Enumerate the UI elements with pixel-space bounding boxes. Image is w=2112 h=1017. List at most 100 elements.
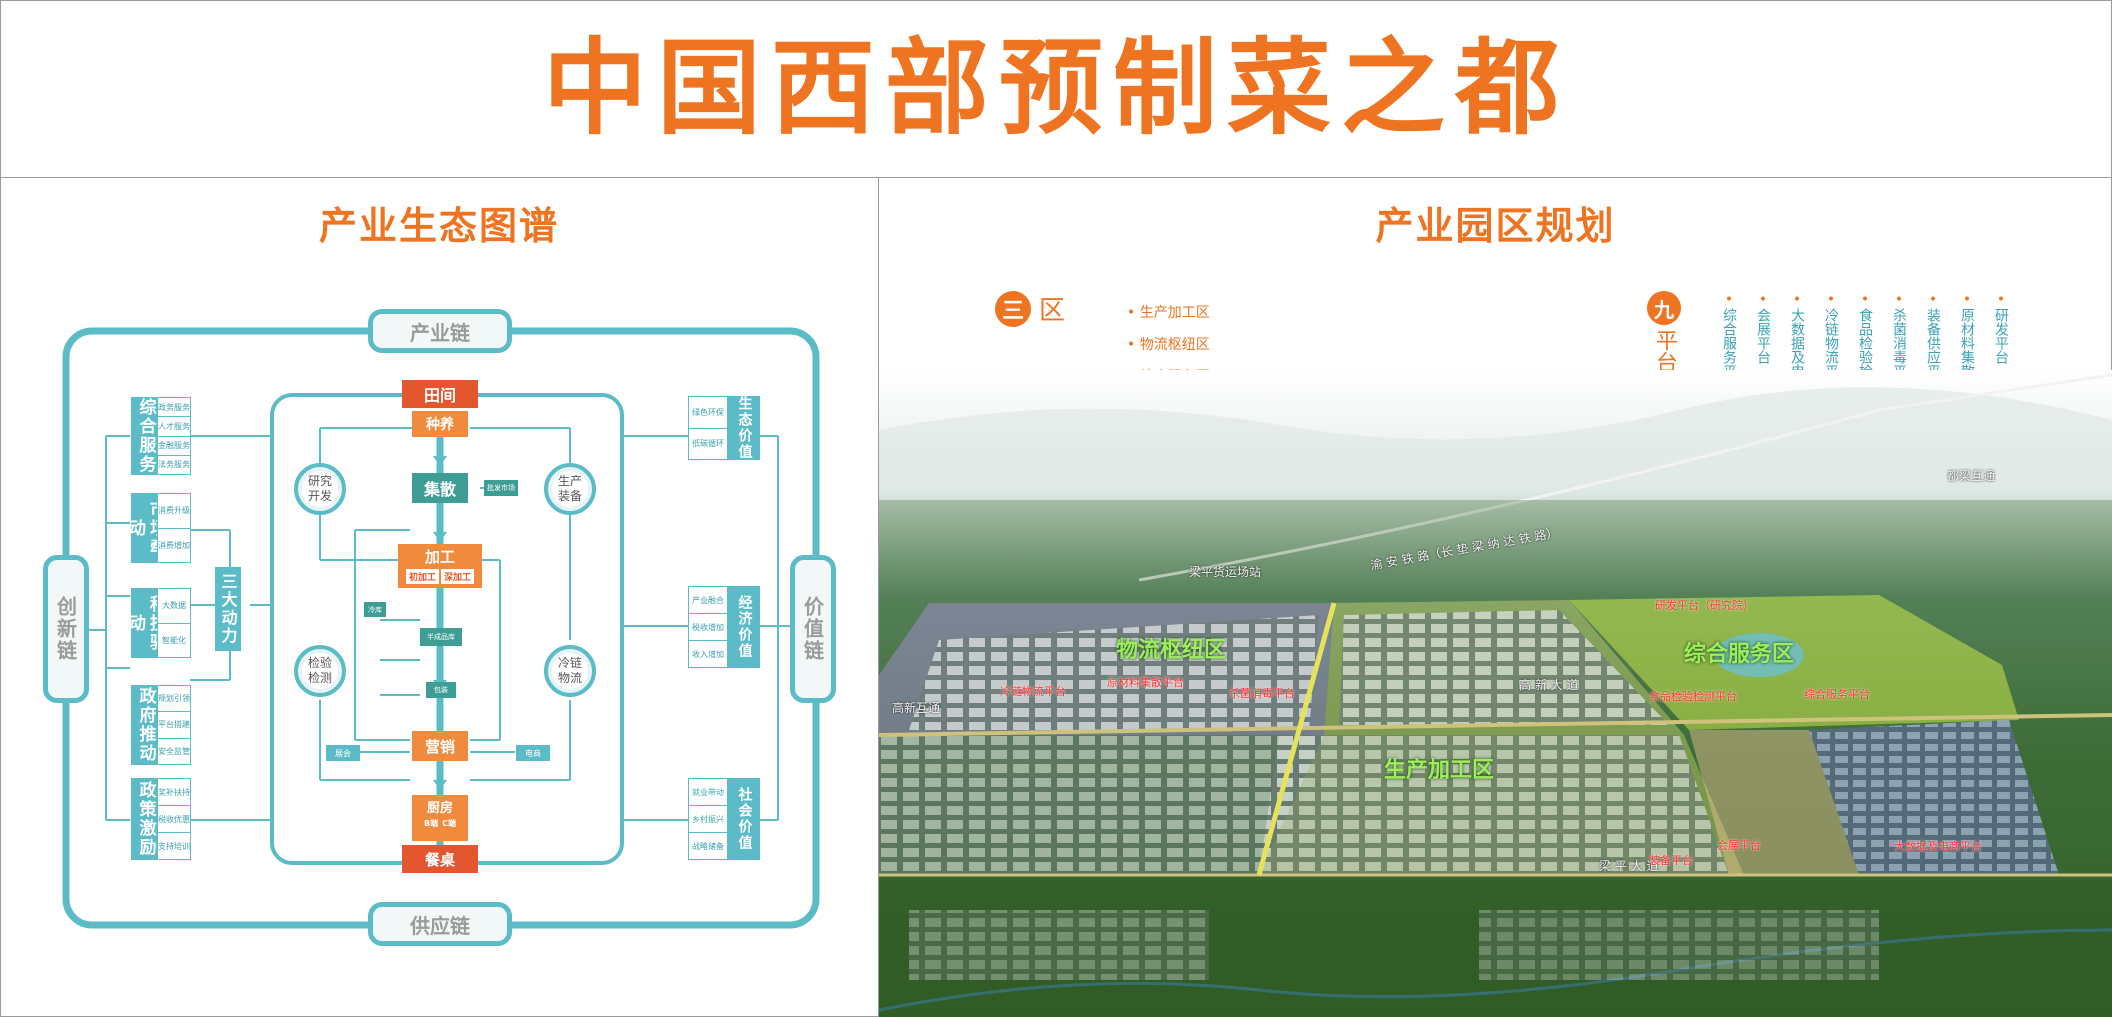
kitchen-b-end: B端 bbox=[424, 819, 439, 828]
driver-government: 政府推动 bbox=[131, 685, 159, 765]
node-dining-table: 餐桌 bbox=[402, 845, 478, 873]
processing-primary: 初加工 bbox=[405, 569, 439, 584]
map-label-production: 生产加工区 bbox=[1384, 758, 1495, 783]
chain-value: 价值链 bbox=[790, 555, 836, 703]
map-platform-raw-material: 原材料集散平台 bbox=[1107, 676, 1184, 689]
node-marketing: 营销 bbox=[412, 731, 468, 761]
header-banner: 中国西部预制菜之都 bbox=[0, 0, 2112, 178]
map-label-service: 综合服务区 bbox=[1684, 642, 1795, 667]
chain-supply: 供应链 bbox=[368, 902, 512, 946]
kitchen-c-end: C端 bbox=[442, 819, 456, 828]
section-divider bbox=[878, 177, 879, 1017]
sub-item: 战略储备 bbox=[689, 833, 727, 859]
zone-item: 物流枢纽区 bbox=[1127, 329, 1210, 361]
kitchen-label: 厨房 bbox=[426, 801, 453, 816]
driver-technology: 科技驱动 bbox=[131, 588, 159, 658]
node-field: 田间 bbox=[402, 380, 478, 408]
processing-subs: 初加工 深加工 bbox=[405, 569, 475, 584]
sub-item: 智能化 bbox=[158, 623, 190, 657]
node-kitchen: 厨房 B端 C端 bbox=[412, 795, 468, 841]
value-economy: 经济价值 bbox=[728, 586, 760, 668]
kitchen-ends: B端 C端 bbox=[424, 818, 456, 829]
map-platform-exhibition: 会展平台 bbox=[1717, 839, 1761, 852]
node-wholesale-market: 批发市场 bbox=[484, 480, 518, 496]
san-qu-heading: 三 区 bbox=[995, 290, 1065, 327]
sub-item: 平台搭建 bbox=[158, 712, 190, 739]
san-qu-badge: 三 bbox=[995, 290, 1031, 327]
sub-item: 政务服务 bbox=[158, 398, 190, 418]
jiu-platform-heading: 九 平台 bbox=[1647, 291, 1681, 373]
sub-item: 安全监管 bbox=[158, 738, 190, 764]
circle-cold-chain: 冷链物流 bbox=[544, 645, 596, 697]
node-ecommerce: 电商 bbox=[516, 745, 550, 761]
node-cold-storage: 冷库 bbox=[364, 602, 386, 617]
driver-comprehensive-service: 综合服务 bbox=[131, 397, 159, 475]
sub-item: 绿色环保 bbox=[689, 397, 727, 429]
value-social-subs: 就业带动 乡村振兴 战略储备 bbox=[688, 778, 728, 860]
circle-research: 研究开发 bbox=[294, 463, 346, 515]
right-section-title: 产业园区规划 bbox=[1375, 204, 1616, 248]
value-ecology-subs: 绿色环保 低碳循环 bbox=[688, 396, 728, 460]
map-label-interchange: 高新互通 bbox=[892, 701, 941, 715]
sub-item: 收入增加 bbox=[689, 641, 727, 667]
value-economy-subs: 产业融合 税收增加 收入增加 bbox=[688, 586, 728, 668]
processing-deep: 深加工 bbox=[441, 569, 475, 584]
san-qu-char: 区 bbox=[1039, 296, 1066, 326]
driver-market: 市场牵动 bbox=[131, 493, 159, 563]
chain-industry: 产业链 bbox=[368, 309, 512, 353]
sub-item: 奖补扶持 bbox=[158, 779, 190, 806]
map-platform-inspection: 食品检验检测平台 bbox=[1649, 690, 1737, 703]
chain-innovation: 创新链 bbox=[43, 555, 89, 703]
sub-item: 税收增加 bbox=[689, 614, 727, 641]
driver-market-subs: 消费升级 消费增加 bbox=[157, 493, 191, 563]
map-platform-research: 研发平台（研究院） bbox=[1655, 599, 1754, 612]
sub-item: 消费增加 bbox=[158, 528, 190, 562]
sub-item: 规划引领 bbox=[158, 686, 190, 713]
left-section-title: 产业生态图谱 bbox=[318, 204, 559, 248]
driver-government-subs: 规划引领 平台搭建 安全监管 bbox=[157, 685, 191, 765]
sub-item: 乡村振兴 bbox=[689, 806, 727, 833]
value-ecology: 生态价值 bbox=[728, 396, 760, 460]
node-exhibition: 展会 bbox=[326, 745, 360, 761]
driver-policy: 政策激励 bbox=[131, 778, 159, 860]
sub-item: 人才服务 bbox=[158, 417, 190, 437]
node-breeding: 种养 bbox=[412, 411, 468, 437]
map-label-metro: 都梁互通 bbox=[1947, 469, 1996, 483]
map-label-road2: 梁 平 大 道 bbox=[1599, 859, 1659, 873]
aerial-map-render bbox=[879, 370, 2112, 1017]
map-label-logistics: 物流枢纽区 bbox=[1116, 638, 1227, 663]
driver-technology-subs: 大数据 智能化 bbox=[157, 588, 191, 658]
jiu-badge: 九 bbox=[1647, 291, 1681, 325]
sub-item: 税收优惠 bbox=[158, 806, 190, 833]
node-packaging: 包装 bbox=[426, 682, 456, 698]
circle-inspection: 检验检测 bbox=[294, 645, 346, 697]
sub-item: 低碳循环 bbox=[689, 428, 727, 459]
sub-item: 大数据 bbox=[158, 589, 190, 624]
circle-equipment: 生产装备 bbox=[544, 463, 596, 515]
map-platform-sterilize: 杀菌消毒平台 bbox=[1229, 687, 1295, 700]
sub-item: 产业融合 bbox=[689, 587, 727, 614]
node-distribution: 集散 bbox=[412, 473, 468, 503]
driver-comprehensive-service-subs: 政务服务 人才服务 金融服务 法务服务 bbox=[157, 397, 191, 475]
map-platform-bigdata: 大数据及电商平台 bbox=[1894, 840, 1982, 853]
sub-item: 就业带动 bbox=[689, 779, 727, 806]
value-social: 社会价值 bbox=[728, 778, 760, 860]
map-platform-service: 综合服务平台 bbox=[1804, 688, 1870, 701]
map-platform-equipment: 装备平台 bbox=[1649, 854, 1693, 867]
jiu-label: 平台 bbox=[1652, 329, 1677, 373]
map-label-road1: 高 新 大 道 bbox=[1519, 678, 1579, 692]
map-label-station: 梁平货运场站 bbox=[1189, 565, 1262, 579]
platform-item: 会展平台 bbox=[1746, 292, 1780, 434]
node-semi-finished: 半成品库 bbox=[420, 628, 462, 646]
sub-item: 消费升级 bbox=[158, 494, 190, 529]
aerial-map: 物流枢纽区 生产加工区 综合服务区 梁平货运场站 高新互通 都梁互通 渝 安 铁… bbox=[879, 370, 2112, 1017]
map-platform-cold-chain: 冷链物流平台 bbox=[1000, 685, 1066, 698]
sub-item: 法务服务 bbox=[158, 455, 190, 474]
main-title: 中国西部预制菜之都 bbox=[542, 27, 1569, 149]
zone-item: 生产加工区 bbox=[1127, 297, 1210, 329]
node-processing: 加工 初加工 深加工 bbox=[398, 544, 482, 588]
processing-label: 加工 bbox=[424, 548, 455, 566]
three-powers: 三大动力 bbox=[215, 567, 241, 651]
sub-item: 支持培训 bbox=[158, 833, 190, 859]
driver-policy-subs: 奖补扶持 税收优惠 支持培训 bbox=[157, 778, 191, 860]
